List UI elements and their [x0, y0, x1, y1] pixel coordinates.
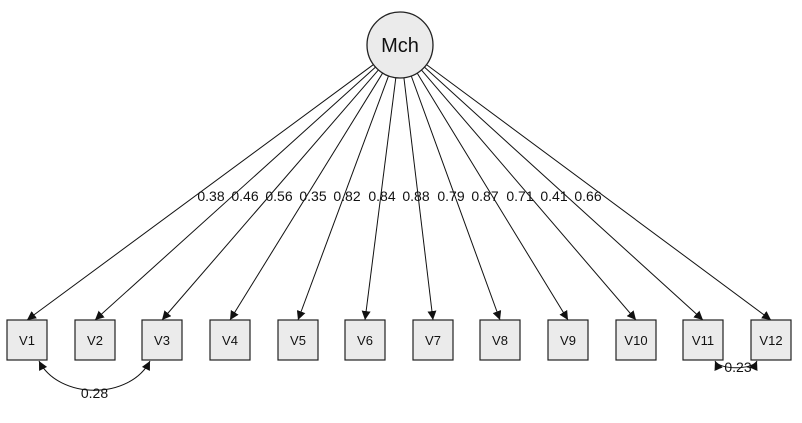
latent-label: Mch	[381, 35, 419, 57]
loading-path-v4	[229, 72, 384, 321]
indicator-label: V4	[222, 333, 238, 348]
covariance-path-v1-v3	[38, 360, 151, 391]
indicator-box	[547, 319, 589, 361]
indicator-box	[277, 319, 319, 361]
indicator-node-v4: V4	[209, 319, 251, 361]
indicator-box	[750, 319, 792, 361]
indicator-node-v12: V12	[750, 319, 792, 361]
indicator-node-v6: V6	[344, 319, 386, 361]
indicator-label: V9	[560, 333, 576, 348]
indicator-box	[74, 319, 116, 361]
loading-path-v11	[424, 66, 704, 321]
loading-path-v2	[94, 66, 376, 321]
indicator-label: V1	[19, 333, 35, 348]
indicator-box	[479, 319, 521, 361]
loading-label-v4: 0.35	[299, 188, 326, 204]
loading-path-v7	[403, 77, 437, 321]
indicator-label: V7	[425, 333, 441, 348]
loading-label-v3: 0.56	[265, 188, 292, 204]
indicator-label: V2	[87, 333, 103, 348]
indicator-label: V11	[692, 333, 714, 348]
loading-path-v1	[26, 64, 374, 321]
covariance-path-v11-v12	[714, 360, 758, 372]
loading-path-v5	[296, 75, 389, 321]
indicator-node-v11: V11	[682, 319, 724, 361]
loading-path-v8	[410, 75, 502, 321]
indicator-node-v9: V9	[547, 319, 589, 361]
indicator-node-v5: V5	[277, 319, 319, 361]
loading-label-v12: 0.66	[574, 188, 601, 204]
indicator-label: V6	[357, 333, 373, 348]
indicator-box	[209, 319, 251, 361]
indicator-label: V5	[290, 333, 306, 348]
indicator-node-v2: V2	[74, 319, 116, 361]
indicator-node-v1: V1	[6, 319, 48, 361]
loading-path-v12	[426, 64, 772, 321]
latent-circle	[366, 11, 434, 79]
indicator-label: V12	[759, 333, 782, 348]
loading-path-v9	[416, 72, 569, 321]
covariance-label-v1-v3: 0.28	[81, 385, 108, 401]
indicator-box	[682, 319, 724, 361]
loading-path-v6	[361, 77, 397, 321]
loading-label-v5: 0.82	[333, 188, 360, 204]
loading-label-v6: 0.84	[368, 188, 395, 204]
loading-label-v9: 0.87	[471, 188, 498, 204]
loading-label-v7: 0.88	[402, 188, 429, 204]
loading-path-v3	[161, 69, 379, 321]
indicator-node-v10: V10	[615, 319, 657, 361]
indicator-label: V3	[154, 333, 170, 348]
loading-label-v11: 0.41	[540, 188, 567, 204]
loading-label-v2: 0.46	[231, 188, 258, 204]
indicator-label: V8	[492, 333, 508, 348]
indicator-box	[615, 319, 657, 361]
latent-node-mch: Mch	[366, 11, 434, 79]
indicator-node-v7: V7	[412, 319, 454, 361]
indicator-label: V10	[624, 333, 647, 348]
indicator-node-v3: V3	[141, 319, 183, 361]
covariance-label-v11-v12: 0.23	[724, 359, 751, 375]
indicator-box	[344, 319, 386, 361]
indicator-box	[6, 319, 48, 361]
loading-label-v10: 0.71	[506, 188, 533, 204]
indicator-box	[412, 319, 454, 361]
loading-label-v1: 0.38	[197, 188, 224, 204]
indicator-node-v8: V8	[479, 319, 521, 361]
indicator-box	[141, 319, 183, 361]
loading-label-v8: 0.79	[437, 188, 464, 204]
loading-path-v10	[421, 69, 637, 321]
